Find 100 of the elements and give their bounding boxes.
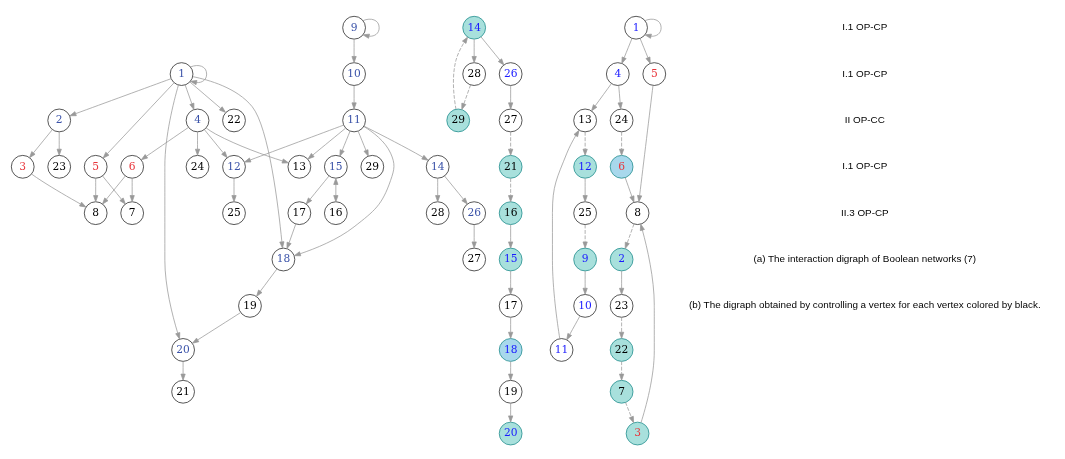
- arrow: [205, 127, 289, 164]
- node-circle: 16: [498, 201, 523, 225]
- arrow: [444, 175, 468, 205]
- node-circle: 27: [462, 247, 486, 272]
- node-circle: 22: [609, 338, 634, 362]
- arrow: [231, 178, 237, 203]
- arrow: [619, 317, 625, 339]
- arrow: [339, 130, 351, 157]
- arrow: [244, 124, 344, 163]
- node-circle: 29: [446, 108, 470, 133]
- arrow: [305, 175, 330, 205]
- node-circle: 23: [47, 155, 71, 179]
- node-circle: 17: [287, 201, 312, 225]
- arrow: [195, 131, 201, 156]
- node-circle: 12: [573, 155, 597, 179]
- arrow: [29, 129, 53, 158]
- arrow: [192, 76, 285, 249]
- node-circle: 3: [625, 421, 650, 446]
- node-circle: 25: [222, 201, 246, 225]
- node-circle: 6: [609, 155, 634, 179]
- arrow: [566, 315, 581, 341]
- arrow: [102, 175, 126, 205]
- node-circle: 21: [498, 155, 523, 179]
- node-circle: 15: [498, 247, 523, 272]
- arrow: [637, 85, 654, 203]
- node-circle: 9: [342, 15, 366, 40]
- arrow: [480, 36, 505, 66]
- arrow: [293, 126, 395, 257]
- node-circle: 13: [287, 155, 312, 179]
- node-circle: 6: [120, 155, 144, 179]
- arrow: [461, 84, 471, 110]
- arrow: [31, 173, 87, 208]
- arrow: [508, 178, 514, 203]
- arrow: [453, 36, 468, 110]
- arrow: [204, 129, 228, 158]
- node-circle: 29: [360, 155, 385, 179]
- arrow: [189, 81, 226, 113]
- arrow: [582, 178, 588, 203]
- arrow: [639, 223, 655, 423]
- node-circle: 23: [609, 294, 634, 318]
- node-circle: 14: [425, 155, 450, 179]
- node-circle: 19: [238, 294, 262, 318]
- arrow: [552, 129, 580, 339]
- arrow: [508, 85, 514, 110]
- node-circle: 3: [10, 155, 35, 179]
- node-circle: 2: [47, 108, 71, 133]
- node-circle: 4: [185, 108, 210, 133]
- node-circle: 16: [324, 201, 348, 225]
- node-circle: 9: [573, 247, 597, 272]
- node-circle: 22: [222, 108, 246, 133]
- arrow: [362, 18, 380, 39]
- arrow: [582, 224, 588, 249]
- arrow: [471, 38, 477, 63]
- node-circle: 26: [498, 62, 523, 86]
- label: (a) The interaction digraph of Boolean networks (7): [753, 253, 977, 265]
- arrow: [129, 178, 135, 203]
- arrow: [192, 312, 242, 344]
- node-circle: 24: [609, 108, 634, 133]
- node-circle: 21: [171, 380, 195, 404]
- arrow: [56, 131, 62, 156]
- node-circle: 12: [222, 155, 246, 179]
- node-circle: 10: [342, 62, 366, 86]
- node-circle: 15: [324, 155, 348, 179]
- node-circle: 5: [642, 62, 667, 86]
- arrow: [508, 361, 514, 381]
- arrow: [69, 78, 172, 117]
- arrow: [102, 82, 175, 159]
- node-circle: 17: [498, 294, 523, 318]
- arrow: [180, 361, 186, 381]
- node-circle: 28: [425, 201, 450, 225]
- arrow: [508, 131, 514, 156]
- arrow: [471, 224, 477, 249]
- node-circle: 18: [498, 338, 523, 362]
- arrow: [619, 361, 625, 381]
- node-circle: 14: [462, 15, 486, 40]
- arrow: [351, 85, 357, 110]
- arrow: [435, 178, 441, 203]
- node-circle: 20: [171, 338, 195, 362]
- arrow: [625, 402, 634, 424]
- arrow: [141, 127, 189, 161]
- node-circle: 11: [342, 108, 366, 133]
- arrow: [351, 38, 357, 63]
- arrow: [357, 130, 369, 157]
- arrow: [624, 223, 635, 249]
- arrow: [93, 178, 99, 203]
- arrow: [508, 317, 514, 339]
- arrow: [508, 402, 514, 423]
- node-circle: 8: [625, 201, 650, 225]
- arrow: [184, 84, 195, 110]
- node-circle: 18: [271, 247, 296, 272]
- node-circle: 11: [549, 338, 574, 362]
- arrow: [624, 177, 635, 203]
- arrow: [619, 131, 625, 156]
- arrow: [621, 38, 633, 64]
- node-circle: 13: [573, 108, 597, 133]
- node-circle: 19: [498, 380, 523, 404]
- node-circle: 26: [462, 201, 486, 225]
- arrow: [256, 268, 278, 297]
- arrow: [307, 127, 346, 160]
- label: (b) The digraph obtained by controlling a vertex for each vertex colored by black.: [688, 299, 1041, 311]
